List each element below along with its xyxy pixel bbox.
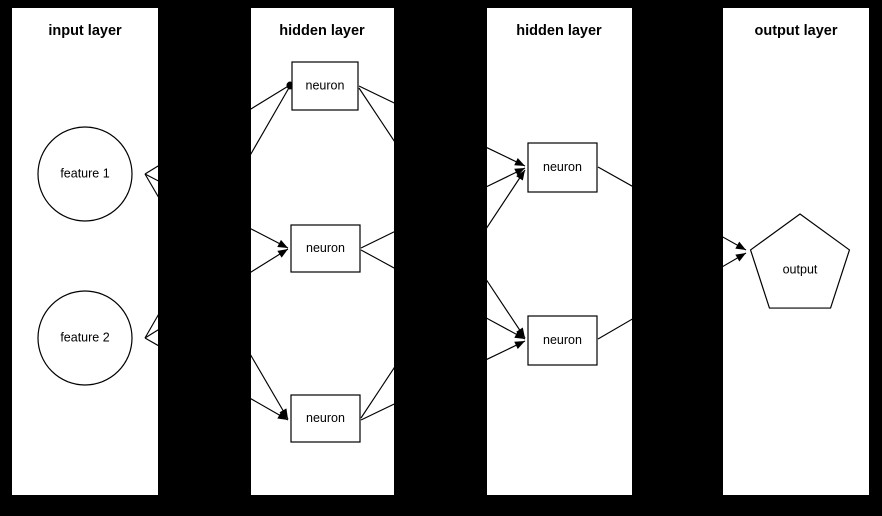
edge-hidden-1-neuron-2-to-hidden-2-neuron-2	[487, 317, 526, 340]
arrowhead-icon	[735, 241, 746, 250]
edge-feature-1-to-hidden-1-neuron-2	[251, 228, 289, 249]
neuron-box-shape[interactable]	[527, 142, 598, 193]
edge-hidden-1-neuron-3-to-hidden-2-neuron-2	[487, 340, 526, 360]
panel-title-hidden-layer-1: hidden layer	[279, 23, 365, 39]
panel-title-output-layer: output layer	[755, 23, 838, 39]
edge-hidden-1-neuron-2-to-hidden-2-neuron-1	[487, 167, 526, 188]
edge-hidden-1-neuron-3-to-hidden-2-neuron-1	[360, 367, 394, 419]
edge-hidden-2-neuron-1-to-output-node	[597, 166, 632, 187]
neuron-box-shape[interactable]	[290, 394, 361, 443]
node-hidden-1-neuron-3[interactable]: neuron	[290, 394, 361, 443]
panel-title-input-layer: input layer	[48, 23, 122, 39]
node-label: feature 2	[60, 330, 109, 344]
node-label: neuron	[543, 333, 582, 347]
connection-edges-group	[144, 81, 747, 421]
arrowhead-icon	[277, 411, 288, 420]
edge-feature-2-to-hidden-1-neuron-3	[251, 398, 289, 421]
edges-in-output-layer	[723, 236, 747, 268]
node-hidden-1-neuron-2[interactable]: neuron	[290, 224, 361, 273]
neuron-box-shape[interactable]	[291, 61, 359, 111]
network-nodes-group: feature 1 feature 2 neuron neuron neuron neur…	[37, 61, 851, 443]
arrowhead-icon	[514, 158, 525, 166]
edge-hidden-1-neuron-3-to-hidden-2-neuron-2	[360, 403, 394, 421]
arrowhead-icon	[735, 253, 746, 262]
edge-feature-1-to-hidden-1-neuron-1	[251, 84, 291, 110]
arrowhead-icon	[514, 341, 525, 349]
feature-circle-shape[interactable]	[37, 290, 133, 386]
node-label: feature 1	[60, 166, 109, 180]
feature-circle-shape[interactable]	[37, 126, 133, 222]
edge-hidden-1-neuron-2-to-hidden-2-neuron-1	[360, 231, 394, 249]
node-output-node[interactable]: output	[749, 213, 851, 309]
edge-hidden-1-neuron-1-to-hidden-2-neuron-2	[358, 87, 394, 142]
arrowhead-icon	[516, 327, 525, 338]
neuron-box-shape[interactable]	[290, 224, 361, 273]
arrowhead-icon	[516, 170, 525, 181]
node-hidden-1-neuron-1[interactable]: neuron	[291, 61, 359, 111]
panel-title-hidden-layer-2: hidden layer	[516, 23, 602, 39]
node-feature-2[interactable]: feature 2	[37, 290, 133, 386]
node-label: neuron	[306, 411, 345, 425]
edge-hidden-2-neuron-2-to-output-node	[597, 318, 632, 340]
arrowhead-icon	[277, 239, 288, 248]
arrowhead-icon	[514, 330, 525, 339]
edge-hidden-1-neuron-2-to-hidden-2-neuron-2	[360, 249, 394, 269]
edges-in-hidden-layer-2	[487, 147, 632, 360]
node-hidden-2-neuron-2[interactable]: neuron	[527, 315, 598, 366]
layer-titles-group: input layer hidden layer hidden layer outpu…	[48, 23, 838, 39]
output-pentagon-shape[interactable]	[749, 213, 851, 309]
arrowhead-icon	[514, 168, 525, 176]
arrowhead-icon	[279, 408, 288, 419]
node-feature-1[interactable]: feature 1	[37, 126, 133, 222]
layer-panel-input-layer	[12, 8, 158, 495]
edge-feature-2-to-hidden-1-neuron-2	[251, 248, 289, 273]
arrowhead-icon	[277, 249, 288, 258]
node-label: neuron	[306, 78, 345, 92]
edge-hidden-1-neuron-3-to-hidden-2-neuron-1	[487, 169, 526, 229]
edge-hidden-1-neuron-1-to-hidden-2-neuron-1	[358, 85, 394, 104]
edge-feature-2-to-hidden-1-neuron-1	[251, 85, 291, 155]
edges-in-hidden-layer-1	[251, 81, 394, 421]
neuron-box-shape[interactable]	[527, 315, 598, 366]
edge-hidden-1-neuron-1-to-hidden-2-neuron-2	[487, 279, 526, 339]
node-label: neuron	[543, 160, 582, 174]
edge-hidden-1-neuron-1-to-hidden-2-neuron-1	[487, 147, 526, 167]
node-label: output	[783, 262, 818, 276]
edge-feature-1-to-hidden-1-neuron-3	[251, 354, 289, 420]
layer-panel-hidden-layer-2	[487, 8, 632, 495]
node-hidden-2-neuron-1[interactable]: neuron	[527, 142, 598, 193]
node-label: neuron	[306, 241, 345, 255]
